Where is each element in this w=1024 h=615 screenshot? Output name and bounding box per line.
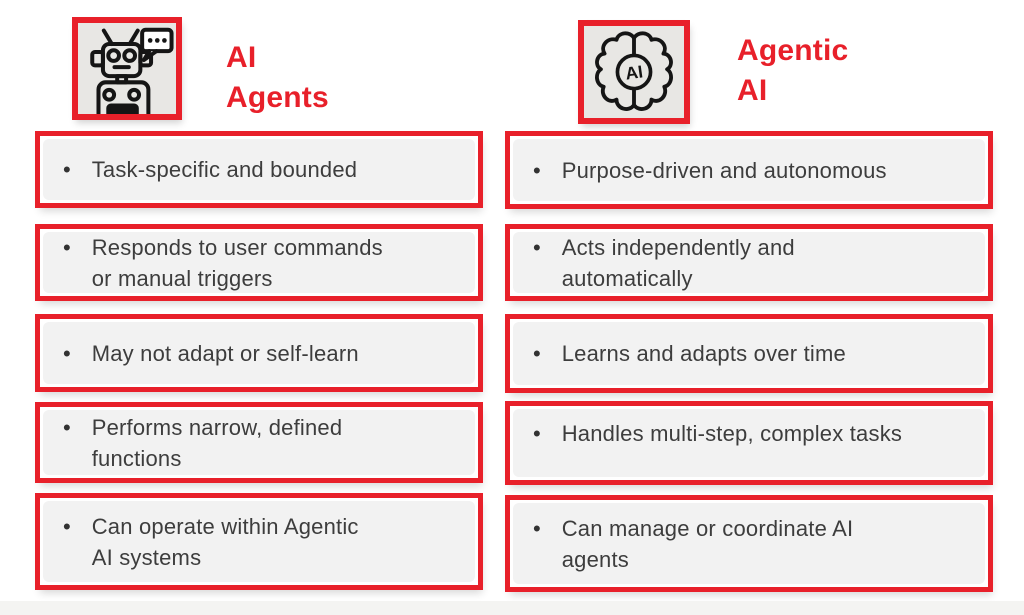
bullet-point: • — [533, 234, 541, 260]
bullet-point: • — [533, 421, 541, 446]
feature-box-agentic-ai-5: • Can manage or coordinate AI agents — [505, 495, 993, 592]
robot-chat-icon — [72, 17, 182, 120]
feature-text: Purpose-driven and autonomous — [561, 157, 887, 183]
column-title-ai-agents: AI Agents — [226, 41, 329, 114]
feature-text: Handles multi-step, complex tasks — [561, 421, 903, 446]
feature-box-ai-agents-1: • Task-specific and bounded — [35, 131, 483, 208]
feature-text: Responds to user commands or manual trig… — [91, 234, 383, 291]
bullet-point: • — [63, 157, 71, 182]
feature-box-ai-agents-2: • Responds to user commands or manual tr… — [35, 224, 483, 301]
feature-box-agentic-ai-1: • Purpose-driven and autonomous — [505, 131, 993, 209]
feature-text: Performs narrow, defined functions — [91, 414, 343, 471]
feature-box-agentic-ai-2: • Acts independently and automatically — [505, 224, 993, 301]
feature-text: Acts independently and automatically — [561, 234, 795, 291]
column-title-agentic-ai: Agentic AI — [737, 34, 849, 107]
bullet-point: • — [63, 234, 71, 260]
feature-text: Can manage or coordinate AI agents — [561, 515, 854, 572]
brain-icon-label: AI — [624, 61, 644, 83]
bullet-point: • — [533, 515, 541, 541]
feature-box-ai-agents-4: • Performs narrow, defined functions — [35, 402, 483, 483]
bullet-point: • — [533, 341, 541, 366]
feature-text: Can operate within Agentic AI systems — [91, 513, 359, 570]
bullet-point: • — [63, 414, 71, 440]
bullet-point: • — [533, 157, 541, 183]
feature-box-ai-agents-3: • May not adapt or self-learn — [35, 314, 483, 392]
feature-text: Learns and adapts over time — [561, 341, 846, 366]
feature-box-agentic-ai-4: • Handles multi-step, complex tasks — [505, 401, 993, 485]
bullet-point: • — [63, 340, 71, 366]
brain-ai-icon: AI — [578, 20, 690, 124]
feature-box-agentic-ai-3: • Learns and adapts over time — [505, 314, 993, 393]
feature-text: May not adapt or self-learn — [91, 340, 359, 366]
bottom-strip — [0, 601, 1024, 615]
feature-box-ai-agents-5: • Can operate within Agentic AI systems — [35, 493, 483, 590]
bullet-point: • — [63, 513, 71, 539]
feature-text: Task-specific and bounded — [91, 157, 358, 182]
